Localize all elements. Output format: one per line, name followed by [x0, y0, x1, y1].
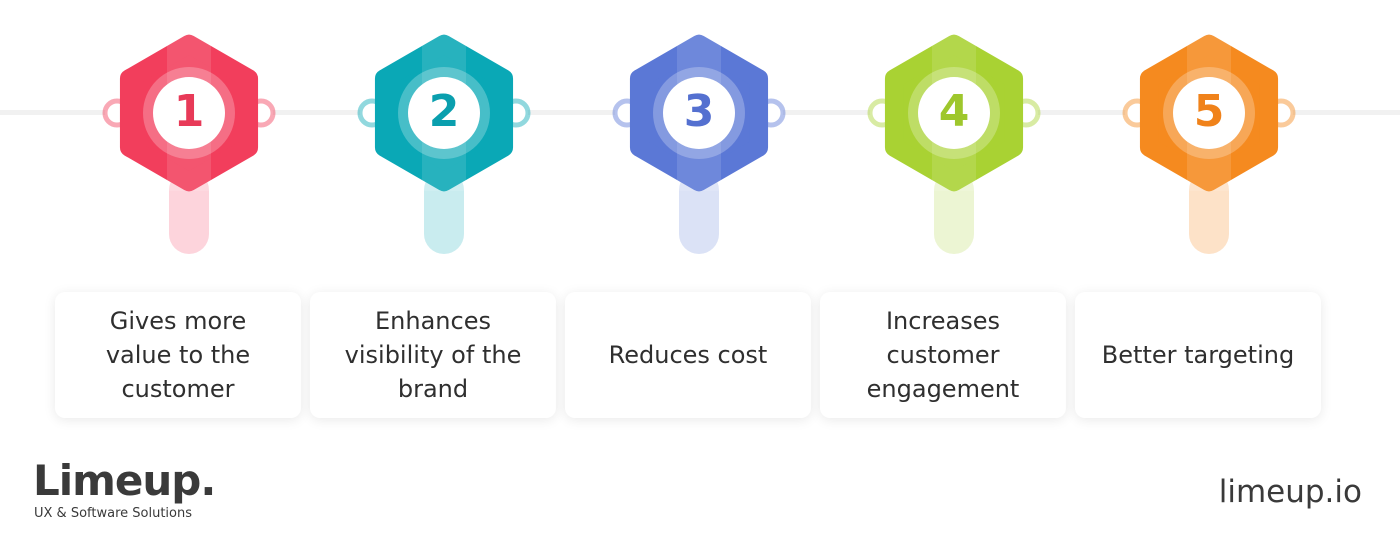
step-label: Gives more value to the customer [106, 304, 250, 406]
step-number: 2 [428, 86, 460, 137]
brand-tagline: UX & Software Solutions [34, 506, 192, 521]
step-3: 3 [579, 0, 819, 260]
step-number: 1 [173, 86, 205, 137]
step-4-badge [867, 34, 1041, 254]
step-label-line: customer [886, 341, 1000, 369]
step-label: Increases customer engagement [867, 304, 1020, 406]
number-circle [1173, 77, 1245, 149]
step-label-line: Better targeting [1101, 341, 1295, 369]
step-number: 5 [1193, 86, 1225, 137]
step-label-line: customer [121, 375, 235, 403]
step-3-card: Reduces cost [565, 292, 811, 418]
step-stem [424, 170, 464, 254]
step-label-line: value to the [105, 341, 251, 369]
step-4: 4 [834, 0, 1074, 260]
number-circle [153, 77, 225, 149]
step-label: Reduces cost [609, 338, 768, 372]
step-2: 2 [324, 0, 564, 260]
number-circle [663, 77, 735, 149]
step-stem [169, 170, 209, 254]
step-5-badge [1122, 34, 1296, 254]
step-label: Better targeting [1102, 338, 1294, 372]
step-2-badge [357, 34, 531, 254]
step-label-line: Reduces cost [608, 341, 768, 369]
step-label-line: brand [397, 375, 469, 403]
number-circle [918, 77, 990, 149]
brand-logo-name: Limeup. [33, 456, 216, 505]
step-1-badge [102, 34, 276, 254]
step-label-line: engagement [866, 375, 1020, 403]
step-4-card: Increases customer engagement [820, 292, 1066, 418]
step-5: 5 [1089, 0, 1329, 260]
step-number: 4 [938, 86, 970, 137]
step-label-line: visibility of the [344, 341, 522, 369]
step-label: Enhances visibility of the brand [345, 304, 522, 406]
step-number: 3 [683, 86, 715, 137]
step-label-line: Enhances [375, 307, 491, 335]
step-stem [1189, 170, 1229, 254]
step-2-card: Enhances visibility of the brand [310, 292, 556, 418]
step-5-card: Better targeting [1075, 292, 1321, 418]
step-label-line: Increases [885, 307, 1001, 335]
step-label-line: Gives more [109, 307, 247, 335]
step-3-badge [612, 34, 786, 254]
step-1: 1 [69, 0, 309, 260]
number-circle [408, 77, 480, 149]
step-stem [934, 170, 974, 254]
step-1-card: Gives more value to the customer [55, 292, 301, 418]
brand-website: limeup.io [1218, 474, 1362, 510]
step-stem [679, 170, 719, 254]
